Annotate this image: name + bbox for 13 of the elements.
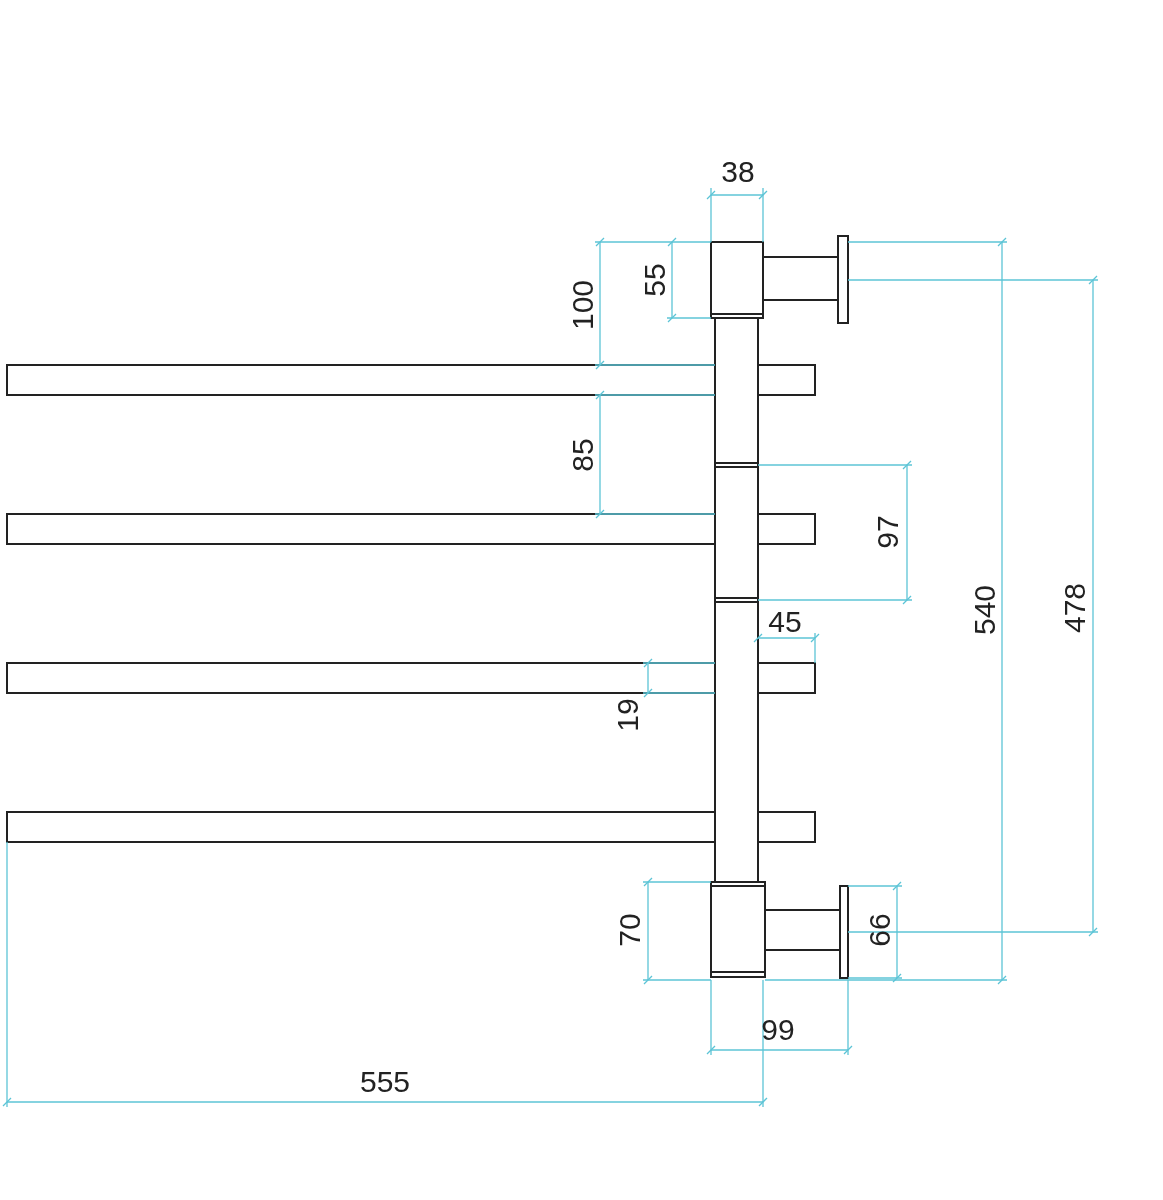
dimension-label: 97 xyxy=(873,515,903,549)
dimension-label: 100 xyxy=(568,279,598,331)
dimension-label: 38 xyxy=(721,157,755,187)
dimension-label: 66 xyxy=(865,913,895,947)
dimension-label: 45 xyxy=(768,607,802,637)
dimension-label: 555 xyxy=(359,1067,411,1097)
dimension-label: 55 xyxy=(640,263,670,297)
dimension-label: 70 xyxy=(615,913,645,947)
dimension-label: 540 xyxy=(970,584,1000,636)
dimension-label: 478 xyxy=(1060,582,1090,634)
dimension-label: 99 xyxy=(761,1015,795,1045)
dimension-label: 85 xyxy=(568,438,598,472)
dimension-label: 19 xyxy=(613,698,643,732)
